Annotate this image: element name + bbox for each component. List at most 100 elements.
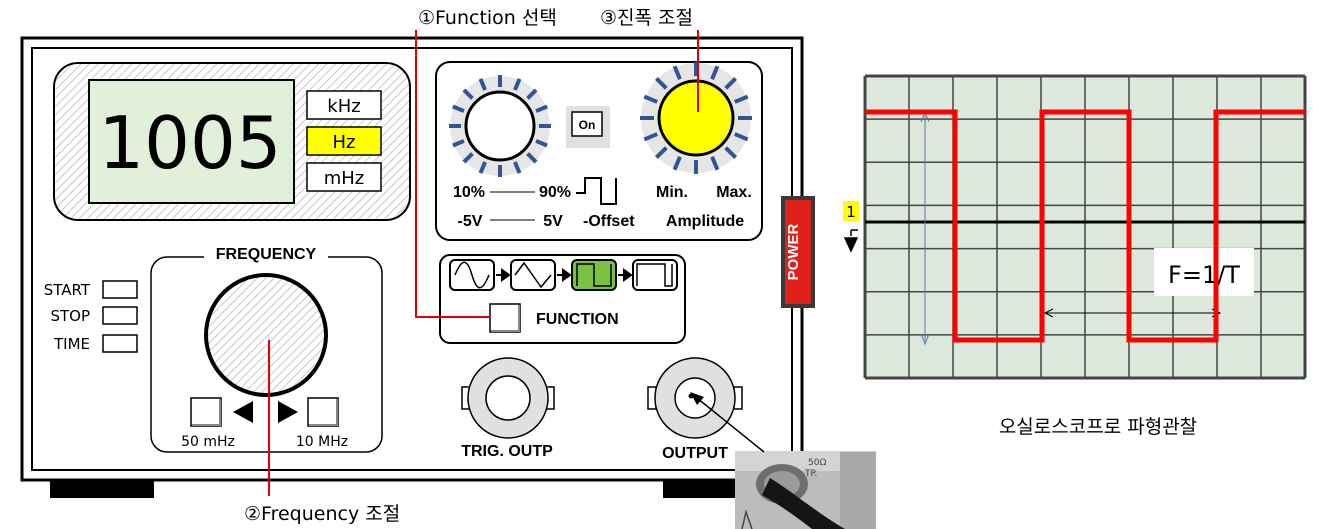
output-label: OUTPUT — [662, 445, 728, 462]
offset-label-text: Offset — [588, 213, 635, 230]
knob-tick — [643, 132, 658, 142]
square-wave-trace — [865, 109, 1305, 343]
trig-output-label: TRIG. OUTP — [461, 443, 553, 460]
indicator-start-label: START — [44, 281, 91, 299]
indicator-time-label: TIME — [53, 335, 90, 353]
frequency-high-label: 10 MHz — [296, 434, 348, 450]
sine-icon — [454, 261, 490, 289]
offset-min-label: -5V — [458, 213, 483, 230]
channel-marker-badge — [843, 201, 859, 221]
on-button[interactable]: On — [566, 106, 610, 148]
knob-tick — [452, 104, 465, 113]
svg-text:50Ω: 50Ω — [808, 458, 826, 468]
arrow-right-icon — [278, 401, 298, 423]
knob-tick — [513, 78, 522, 91]
channel-marker-label: 1 — [846, 203, 856, 221]
duty-knob-ticks — [449, 75, 551, 177]
power-switch[interactable]: POWER — [781, 196, 815, 308]
knob-tick — [535, 104, 548, 113]
arrow-left-icon — [233, 401, 253, 423]
arrow-right-icon — [618, 268, 633, 282]
function-leader-line — [415, 30, 490, 318]
knob-tick — [513, 161, 522, 174]
amplitude-measure-arrow-down — [920, 333, 930, 346]
amp-min-label: Min. — [656, 184, 688, 201]
pulse-duty-icon — [576, 177, 617, 205]
knob-tick — [710, 65, 720, 80]
period-arrow-left — [1043, 308, 1054, 318]
amplitude-adjust-annotation: ③진폭 조절 — [600, 7, 693, 29]
knob-tick — [710, 156, 720, 171]
knob-tick — [452, 139, 465, 148]
unit-Hz[interactable]: Hz — [306, 126, 382, 156]
lcd-screen — [88, 79, 295, 204]
frequency-low-label: 50 mHz — [181, 434, 235, 450]
formula-label: F=1/T — [1168, 261, 1240, 289]
offset-label: -Offset — [583, 213, 635, 230]
on-label: On — [579, 118, 596, 132]
unit-kHz-label: kHz — [327, 96, 360, 117]
arrow-right-icon — [496, 268, 511, 282]
frequency-adjust-annotation: ②Frequency 조절 — [244, 503, 400, 525]
cable-pointer — [696, 397, 765, 453]
knob-tick — [526, 88, 538, 100]
knob-tick — [734, 132, 749, 142]
triangle-icon — [514, 261, 552, 289]
amplitude-knob[interactable] — [640, 62, 752, 174]
amp-max-label: Max. — [716, 184, 752, 201]
knob-tick — [734, 94, 749, 104]
unit-kHz[interactable]: kHz — [306, 90, 382, 120]
knob-tick — [478, 161, 487, 174]
frequency-up-button[interactable] — [307, 397, 339, 427]
wave-pulse[interactable] — [632, 259, 678, 291]
square-icon — [576, 263, 612, 287]
amplitude-knob-ticks — [640, 62, 752, 174]
knob-tick — [672, 156, 682, 171]
unit-mHz[interactable]: mHz — [306, 162, 382, 192]
channel-ground-icon — [843, 229, 859, 253]
cable-photo: 50Ω TP. — [735, 451, 876, 529]
function-label: FUNCTION — [536, 311, 619, 328]
wave-sine[interactable] — [449, 259, 495, 291]
knob-tick — [462, 152, 474, 164]
indicator-stop-lamp — [102, 306, 138, 325]
knob-tick — [478, 78, 487, 91]
arrow-right-icon — [557, 268, 572, 282]
knob-tick — [672, 65, 682, 80]
svg-text:TP.: TP. — [804, 469, 817, 479]
scope-caption: 오실로스코프로 파형관찰 — [999, 416, 1197, 438]
amplitude-label: Amplitude — [666, 213, 744, 230]
duty-min-label: 10% — [453, 184, 485, 201]
knob-tick — [724, 146, 738, 160]
display-value: 1005 — [98, 101, 281, 185]
indicator-start-lamp — [102, 280, 138, 299]
wave-triangle[interactable] — [510, 259, 556, 291]
duty-offset-knob[interactable] — [449, 75, 551, 177]
cable-pointer-arrowhead — [690, 392, 704, 405]
frequency-down-button[interactable] — [190, 397, 222, 427]
duty-max-label: 90% — [539, 184, 571, 201]
knob-tick — [535, 139, 548, 148]
frequency-title-gap — [204, 244, 328, 264]
pulse-icon — [636, 263, 673, 287]
indicator-stop-label: STOP — [50, 307, 90, 325]
knob-tick — [526, 152, 538, 164]
knob-tick — [654, 146, 668, 160]
frequency-title: FREQUENCY — [216, 246, 317, 263]
offset-max-label: 5V — [543, 213, 563, 230]
unit-mHz-label: mHz — [324, 168, 365, 189]
wave-square[interactable] — [571, 259, 617, 291]
frequency-knob[interactable] — [204, 273, 328, 397]
knob-tick — [654, 76, 668, 90]
foot-left — [50, 481, 154, 498]
function-select-annotation: ①Function 선택 — [418, 7, 557, 29]
trig-output-connector[interactable] — [461, 357, 555, 439]
knob-tick — [462, 88, 474, 100]
unit-Hz-label: Hz — [333, 132, 356, 153]
power-label: POWER — [785, 224, 802, 281]
knob-tick — [643, 94, 658, 104]
function-button[interactable] — [489, 303, 521, 333]
indicator-time-lamp — [102, 334, 138, 353]
knob-tick — [724, 76, 738, 90]
